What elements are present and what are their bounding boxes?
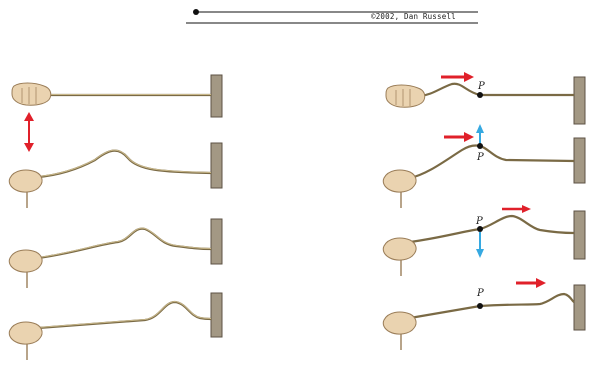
rope-highlight bbox=[38, 302, 211, 328]
point-p-marker bbox=[477, 92, 483, 98]
hand-icon bbox=[383, 312, 416, 350]
wall bbox=[211, 293, 222, 337]
point-p-marker bbox=[477, 143, 483, 149]
right-panel-3: P bbox=[383, 205, 585, 276]
point-p-label: P bbox=[476, 288, 484, 299]
left-panel-1 bbox=[12, 75, 222, 152]
wall bbox=[211, 75, 222, 117]
rope bbox=[38, 302, 211, 328]
right-panel-2: P bbox=[383, 124, 585, 208]
rope bbox=[410, 216, 574, 242]
wall bbox=[574, 138, 585, 183]
point-p-marker bbox=[477, 303, 483, 309]
point-p-label: P bbox=[477, 81, 485, 92]
hand-icon bbox=[386, 85, 425, 107]
point-down-arrow-icon bbox=[476, 232, 484, 258]
left-panel-2 bbox=[9, 143, 222, 208]
left-panel-3 bbox=[9, 219, 222, 288]
hand-icon bbox=[9, 322, 42, 360]
copyright-credit: ©2002, Dan Russell bbox=[371, 12, 456, 21]
point-up-arrow-icon bbox=[476, 124, 484, 145]
rope-highlight bbox=[38, 228, 211, 257]
rope bbox=[410, 145, 574, 178]
hand-icon bbox=[9, 170, 42, 208]
pulse-direction-arrow-icon bbox=[502, 205, 531, 213]
hand-icon bbox=[9, 250, 42, 288]
hand-icon bbox=[383, 170, 416, 208]
hand-icon bbox=[12, 83, 51, 105]
right-panel-4: P bbox=[383, 278, 585, 350]
left-panel-4 bbox=[9, 293, 222, 360]
vertical-shake-arrow-icon bbox=[24, 112, 34, 152]
pulse-direction-arrow-icon bbox=[441, 72, 474, 82]
rope bbox=[38, 229, 211, 258]
wall bbox=[574, 285, 585, 330]
wall bbox=[574, 211, 585, 259]
right-panel-1: P bbox=[386, 72, 585, 124]
point-p-label: P bbox=[475, 216, 483, 227]
wall bbox=[211, 143, 222, 188]
rope bbox=[420, 84, 574, 96]
rope bbox=[410, 294, 574, 318]
point-p-label: P bbox=[476, 152, 484, 163]
hand-icon bbox=[383, 238, 416, 276]
wall bbox=[574, 77, 585, 124]
pulse-direction-arrow-icon bbox=[516, 278, 546, 288]
pulse-direction-arrow-icon bbox=[444, 132, 474, 142]
wall bbox=[211, 219, 222, 264]
